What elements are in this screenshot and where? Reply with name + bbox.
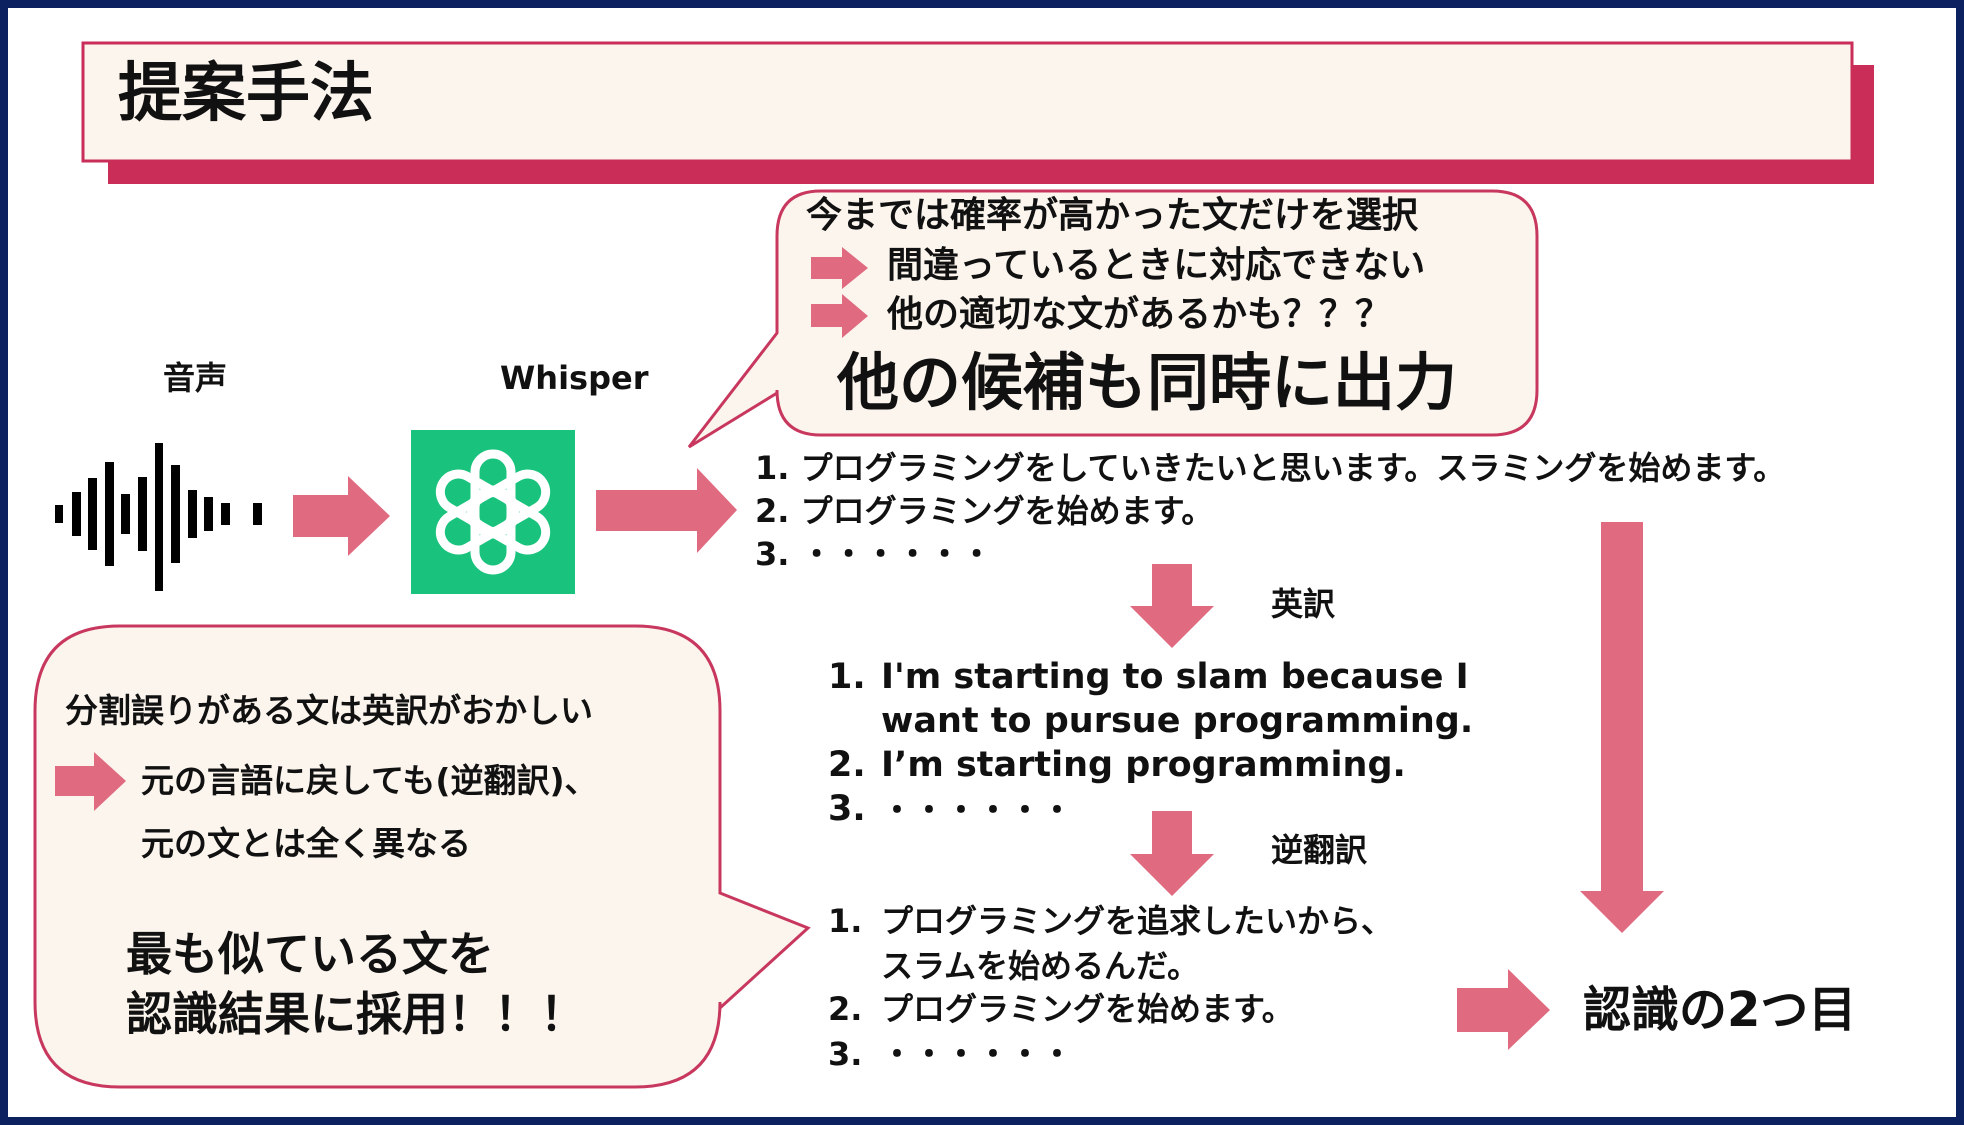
step-translate-label: 英訳 bbox=[1271, 585, 1336, 623]
bottom-speech-bubble bbox=[33, 624, 811, 1089]
item-text: プログラミングを追求したいから、 bbox=[881, 902, 1394, 940]
item-number: 2. bbox=[828, 745, 866, 785]
bottom-bubble-conclusion1: 最も似ている文を bbox=[126, 927, 494, 981]
top-bubble-arrow-1 bbox=[811, 247, 868, 289]
result-label: 認識の2つ目 bbox=[1583, 982, 1857, 1038]
candidate-item: 2. プログラミングを始めます。 bbox=[755, 495, 1213, 527]
candidate-item: 1. プログラミングをしていきたいと思います。スラミングを始めます。 bbox=[755, 452, 1785, 484]
item-number: 2. bbox=[755, 492, 790, 530]
top-bubble-arrow-2 bbox=[811, 294, 868, 338]
item-text: ・・・・・・ bbox=[881, 791, 1074, 829]
arrow-to-result bbox=[1457, 969, 1550, 1050]
item-number: 3. bbox=[755, 535, 790, 573]
item-text: ・・・・・・ bbox=[800, 535, 993, 573]
item-text: プログラミングを始めます。 bbox=[881, 990, 1294, 1028]
item-number: 1. bbox=[755, 449, 790, 487]
item-number: 3. bbox=[828, 789, 866, 829]
top-bubble-line2: 間違っているときに対応できない bbox=[887, 245, 1426, 286]
item-number: 1. bbox=[828, 657, 866, 697]
item-text: ・・・・・・ bbox=[881, 1035, 1074, 1073]
item-number: 1. bbox=[828, 902, 863, 940]
bottom-bubble-conclusion2: 認識結果に採用！！！ bbox=[126, 987, 586, 1041]
step-back-translate-label: 逆翻訳 bbox=[1271, 831, 1368, 869]
whisper-label: Whisper bbox=[500, 359, 649, 397]
item-number: 2. bbox=[828, 990, 863, 1028]
bottom-bubble-line2: 元の言語に戻しても(逆翻訳)、 bbox=[141, 761, 598, 800]
item-text: プログラミングを始めます。 bbox=[800, 492, 1214, 530]
item-number: 3. bbox=[828, 1035, 863, 1073]
openai-logo-icon bbox=[411, 430, 575, 594]
arrow-audio-to-whisper bbox=[293, 476, 390, 556]
top-speech-bubble bbox=[687, 189, 1539, 449]
candidate-item: 3. ・・・・・・ bbox=[755, 538, 993, 570]
arrow-back-translate-down bbox=[1130, 811, 1214, 896]
top-bubble-line3: 他の適切な文があるかも？？？ bbox=[887, 294, 1392, 335]
audio-label: 音声 bbox=[163, 359, 228, 397]
arrow-long-down bbox=[1580, 522, 1664, 933]
top-bubble-headline: 他の候補も同時に出力 bbox=[837, 346, 1458, 419]
item-text: I’m starting programming. bbox=[881, 745, 1406, 785]
item-text: I'm starting to slam because I bbox=[881, 657, 1469, 697]
bottom-bubble-arrow bbox=[55, 752, 126, 811]
waveform-icon bbox=[55, 443, 262, 591]
item-text: プログラミングをしていきたいと思います。スラミングを始めます。 bbox=[800, 449, 1786, 487]
title-box bbox=[81, 41, 1854, 163]
item-text-cont: スラムを始めるんだ。 bbox=[881, 947, 1200, 985]
item-text-cont: want to pursue programming. bbox=[881, 701, 1474, 741]
top-bubble-line1: 今までは確率が高かった文だけを選択 bbox=[806, 195, 1419, 236]
arrow-translate-down bbox=[1130, 564, 1214, 648]
bottom-bubble-line3: 元の文とは全く異なる bbox=[141, 824, 471, 863]
arrow-whisper-to-candidates bbox=[596, 468, 737, 553]
bottom-bubble-line1: 分割誤りがある文は英訳がおかしい bbox=[65, 691, 593, 730]
page-title: 提案手法 bbox=[118, 57, 374, 131]
